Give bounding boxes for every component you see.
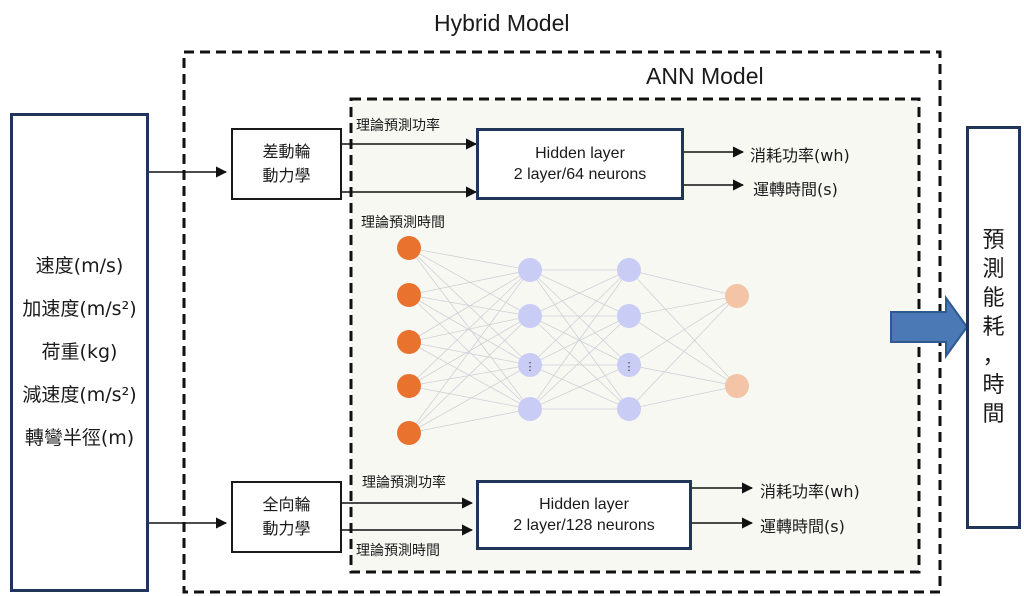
network-edge (628, 295, 738, 317)
network-node (725, 284, 749, 308)
hidden-layer-top: Hidden layer 2 layer/64 neurons (476, 128, 684, 200)
differential-drive-dynamics-block: 差動輪 動力學 (231, 128, 342, 200)
ellipsis-dots: ⋮ (624, 360, 635, 373)
network-edge (628, 295, 738, 410)
network-edge (628, 269, 738, 297)
network-node (617, 353, 641, 377)
output-bottom-power: 消耗功率(wh) (760, 482, 860, 501)
result-box: 預 測 能 耗 ， 時 間 (966, 126, 1021, 529)
input-turn-radius: 轉彎半徑(m) (24, 427, 135, 449)
network-edge (408, 315, 531, 343)
network-edge (408, 341, 531, 366)
network-edge (408, 294, 531, 317)
dd-line1: 差動輪 (262, 142, 311, 161)
network-edge (408, 247, 531, 366)
network-nodes: ⋮⋮ (397, 236, 749, 445)
network-node (617, 258, 641, 282)
network-edge (408, 269, 531, 343)
hidden-top-line1: Hidden layer (535, 145, 625, 162)
result-arrow (890, 294, 969, 360)
omni-line1: 全向輪 (262, 495, 311, 514)
result-char-1: 預 (982, 228, 1005, 253)
ann-model-title: ANN Model (646, 63, 764, 89)
network-edge (408, 247, 531, 317)
omni-line2: 動力學 (262, 519, 311, 538)
network-node (518, 353, 542, 377)
network-node (397, 236, 421, 260)
inputs-box: 速度(m/s) 加速度(m/s²) 荷重(kg) 減速度(m/s²) 轉彎半徑(… (10, 113, 149, 592)
network-edge (529, 269, 630, 410)
network-node (617, 397, 641, 421)
label-bottom-predicted-power: 理論預測功率 (362, 475, 446, 491)
omni-wheel-dynamics-block: 全向輪 動力學 (231, 481, 342, 553)
output-top-time: 運轉時間(s) (753, 180, 838, 199)
network-edge (529, 315, 630, 366)
network-edge (408, 269, 531, 434)
input-deceleration: 減速度(m/s²) (22, 384, 137, 406)
network-edge (628, 385, 738, 410)
network-edge (408, 364, 531, 387)
network-edge (628, 315, 738, 387)
result-char-2: 測 (982, 257, 1005, 282)
input-load: 荷重(kg) (41, 341, 118, 363)
network-edge (408, 408, 531, 434)
network-edge (408, 385, 531, 410)
network-node (397, 374, 421, 398)
dd-line2: 動力學 (262, 166, 311, 185)
input-acceleration: 加速度(m/s²) (22, 298, 137, 320)
network-edge (628, 364, 738, 387)
result-char-6: 時 (982, 373, 1005, 398)
label-bottom-predicted-time: 理論預測時間 (356, 543, 440, 559)
network-node (518, 304, 542, 328)
network-node (397, 330, 421, 354)
network-edges (408, 247, 738, 434)
network-edge (408, 364, 531, 434)
network-node (617, 304, 641, 328)
network-edge (529, 315, 630, 410)
hidden-bottom-line2: 2 layer/128 neurons (513, 517, 655, 534)
network-node (518, 258, 542, 282)
label-top-predicted-power: 理論預測功率 (356, 118, 440, 134)
network-edge (408, 247, 531, 271)
hidden-top-line2: 2 layer/64 neurons (513, 166, 647, 183)
network-edge (408, 269, 531, 296)
network-edge (628, 295, 738, 366)
network-edge (408, 315, 531, 434)
output-bottom-time: 運轉時間(s) (760, 517, 845, 536)
network-edge (529, 364, 630, 410)
network-edge (408, 269, 531, 387)
result-char-3: 能 (982, 286, 1005, 311)
result-char-7: 間 (982, 402, 1005, 427)
hybrid-model-title: Hybrid Model (434, 10, 570, 36)
hidden-bottom-line1: Hidden layer (539, 496, 629, 513)
input-speed: 速度(m/s) (35, 255, 124, 277)
result-char-4: 耗 (982, 315, 1005, 340)
ellipsis-dots: ⋮ (525, 360, 536, 373)
network-edge (529, 269, 630, 317)
output-top-power: 消耗功率(wh) (750, 146, 850, 165)
network-edge (408, 294, 531, 366)
network-node (725, 374, 749, 398)
network-node (397, 421, 421, 445)
network-edge (628, 269, 738, 387)
network-node (518, 397, 542, 421)
network-node (397, 283, 421, 307)
hidden-layer-bottom: Hidden layer 2 layer/128 neurons (476, 480, 692, 550)
label-top-predicted-time: 理論預測時間 (361, 215, 445, 231)
result-char-5: ， (982, 344, 1005, 369)
network-edge (529, 269, 630, 366)
